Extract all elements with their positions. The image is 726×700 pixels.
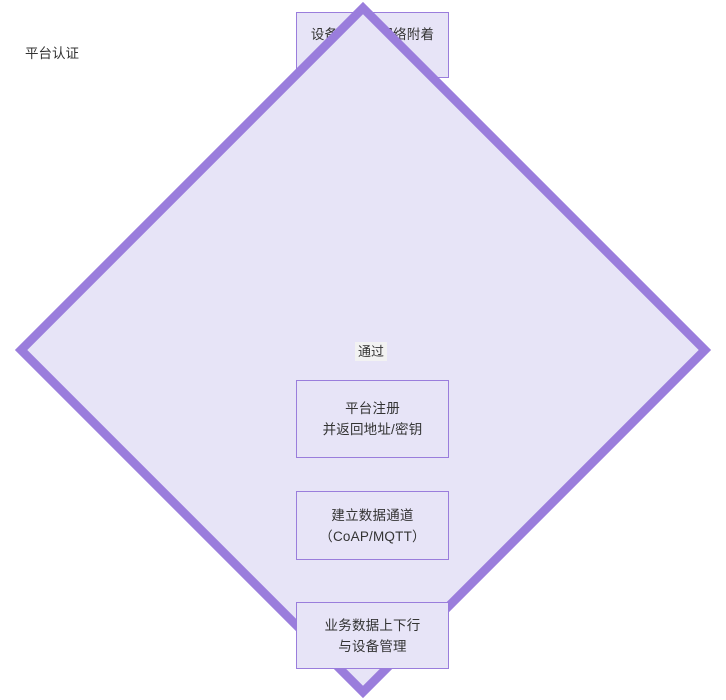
node-establish-data-channel[interactable]: 建立数据通道 （CoAP/MQTT） — [296, 491, 449, 560]
node-channel-line-2: （CoAP/MQTT） — [319, 528, 426, 544]
node-reg-line-1: 平台注册 — [345, 401, 400, 416]
node-auth-label: 平台认证 — [25, 46, 79, 61]
node-reg-line-2: 并返回地址/密钥 — [322, 422, 423, 437]
node-platform-authentication[interactable]: 平台认证 — [0, 0, 712, 699]
edge-label-pass: 通过 — [355, 342, 388, 361]
node-platform-registration[interactable]: 平台注册 并返回地址/密钥 — [296, 380, 449, 458]
node-channel-line-1: 建立数据通道 — [331, 507, 414, 523]
node-data-line-2: 与设备管理 — [338, 638, 407, 654]
node-business-data-and-device-management[interactable]: 业务数据上下行 与设备管理 — [296, 602, 449, 669]
node-data-line-1: 业务数据上下行 — [324, 617, 421, 633]
